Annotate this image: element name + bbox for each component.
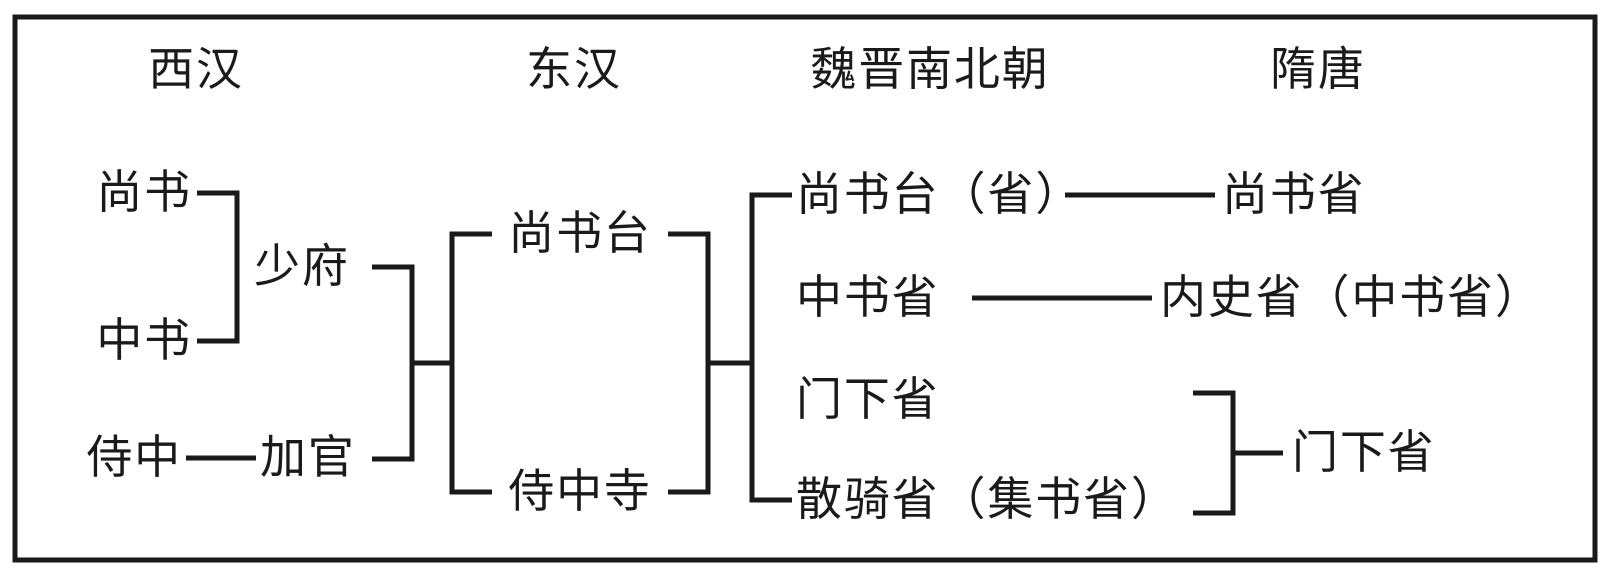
- node-menxiasheng-wei: 门下省: [796, 374, 940, 425]
- node-shangshusheng: 尚书省: [1222, 169, 1366, 220]
- bracket-shaofu-jiaguan: [372, 264, 415, 462]
- era-header-sui-tang: 隋唐: [1270, 44, 1366, 95]
- node-jiaguan: 加官: [260, 432, 356, 483]
- node-shangshutai: 尚书台: [508, 208, 652, 259]
- outer-border: [12, 14, 1598, 563]
- node-shaofu: 少府: [254, 241, 350, 292]
- bracket-shangshu-zhongshu: [197, 190, 240, 344]
- bracket-col2-left: [449, 231, 492, 495]
- bracket-col2-right: [668, 231, 711, 495]
- era-header-western-han: 西汉: [148, 44, 244, 95]
- bracket-col4-menxiasheng: [1193, 390, 1236, 516]
- node-shangshu: 尚书: [96, 167, 192, 218]
- bracket-col3-left: [749, 192, 792, 503]
- node-shizhong: 侍中: [86, 432, 182, 483]
- node-neishisheng-zhongshusheng: 内史省（中书省）: [1160, 272, 1543, 323]
- era-header-wei-jin-nanbeichao: 魏晋南北朝: [810, 44, 1050, 95]
- node-menxiasheng-sui: 门下省: [1292, 427, 1436, 478]
- node-sanqisheng-jishusheng: 散骑省（集书省）: [796, 474, 1179, 525]
- node-shangshutai-sheng: 尚书台（省）: [796, 169, 1084, 220]
- era-header-eastern-han: 东汉: [526, 44, 622, 95]
- node-zhongshu: 中书: [96, 315, 192, 366]
- node-shizhongsi: 侍中寺: [508, 466, 652, 517]
- node-zhongshusheng: 中书省: [796, 272, 940, 323]
